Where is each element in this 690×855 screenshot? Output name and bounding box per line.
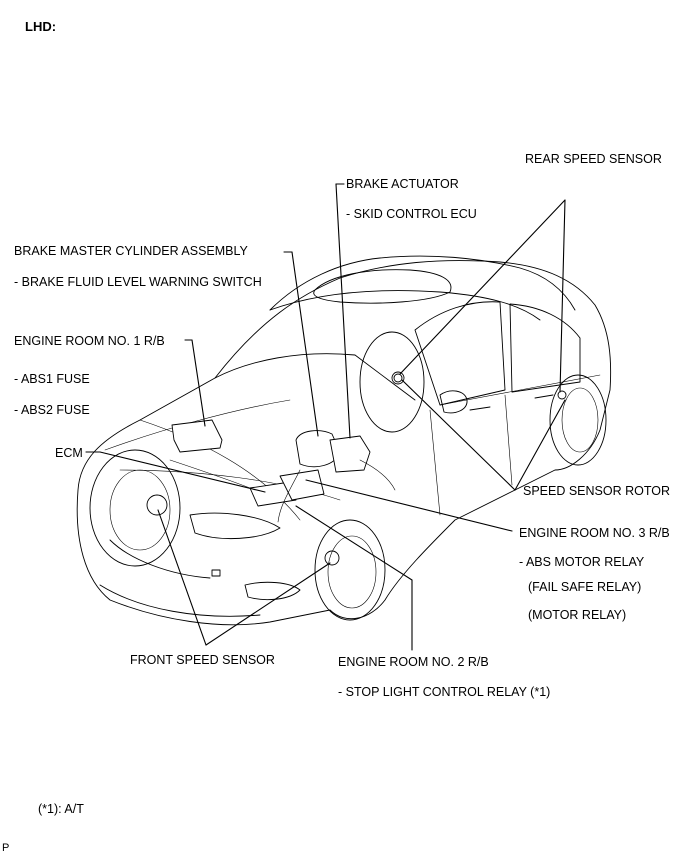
door-line-1 [429,374,601,516]
label-front-speed-sensor: FRONT SPEED SENSOR [130,653,275,667]
front-grille [99,539,261,617]
label-brake-master-cylinder: BRAKE MASTER CYLINDER ASSEMBLY [14,244,248,258]
label-rear-speed-sensor: REAR SPEED SENSOR [525,152,662,166]
front-left-wheel-inner [109,469,171,551]
label-fail-safe-relay: (FAIL SAFE RELAY) [528,580,642,594]
rear-left-hub [391,371,405,385]
rear-speed-sensor-left [393,373,403,383]
side-window-front [414,301,506,406]
hood-crease [139,419,301,521]
sunroof [313,269,452,304]
label-motor-relay: (MOTOR RELAY) [528,608,627,622]
door-handle-1 [469,406,491,411]
label-skid-control-ecu: - SKID CONTROL ECU [346,207,477,221]
page-title: LHD: [25,19,57,34]
label-speed-sensor-rotor: SPEED SENSOR ROTOR [523,484,671,498]
label-stop-light-relay: - STOP LIGHT CONTROL RELAY (*1) [338,685,551,699]
label-brake-fluid-switch: - BRAKE FLUID LEVEL WARNING SWITCH [14,275,262,289]
door-handle-2 [534,394,554,399]
label-ecm: ECM [55,446,83,460]
side-mirror [439,390,468,414]
rear-right-wheel-inner [561,387,599,453]
leader-lines [85,183,566,651]
label-abs2-fuse: - ABS2 FUSE [14,403,90,417]
fog-light [244,581,301,601]
corner-mark: P [2,842,10,854]
label-brake-actuator: BRAKE ACTUATOR [346,177,459,191]
front-left-hub [146,494,168,516]
front-right-wheel [314,519,386,621]
front-emblem [211,569,221,577]
windshield [214,290,541,401]
roofline [269,255,576,311]
front-right-hub [324,550,340,566]
brake-lines [169,459,396,523]
rear-speed-sensor-right [557,390,567,400]
car-body-outline [76,260,612,626]
label-abs-motor-relay: - ABS MOTOR RELAY [519,555,645,569]
brake-actuator-body [329,435,371,473]
engine-room-1-box [171,419,223,453]
side-window-rear [509,303,581,393]
footnote: (*1): A/T [38,802,84,816]
front-left-wheel [89,449,181,567]
label-engine-room-2: ENGINE ROOM NO. 2 R/B [338,655,489,669]
front-right-wheel-inner [327,535,377,609]
label-engine-room-3: ENGINE ROOM NO. 3 R/B [519,526,670,540]
label-engine-room-1: ENGINE ROOM NO. 1 R/B [14,334,165,348]
headlight [189,512,281,540]
rear-right-wheel [549,374,607,466]
rear-left-wheel [359,331,425,433]
label-abs1-fuse: - ABS1 FUSE [14,372,90,386]
engine-room-3-box [279,469,325,501]
